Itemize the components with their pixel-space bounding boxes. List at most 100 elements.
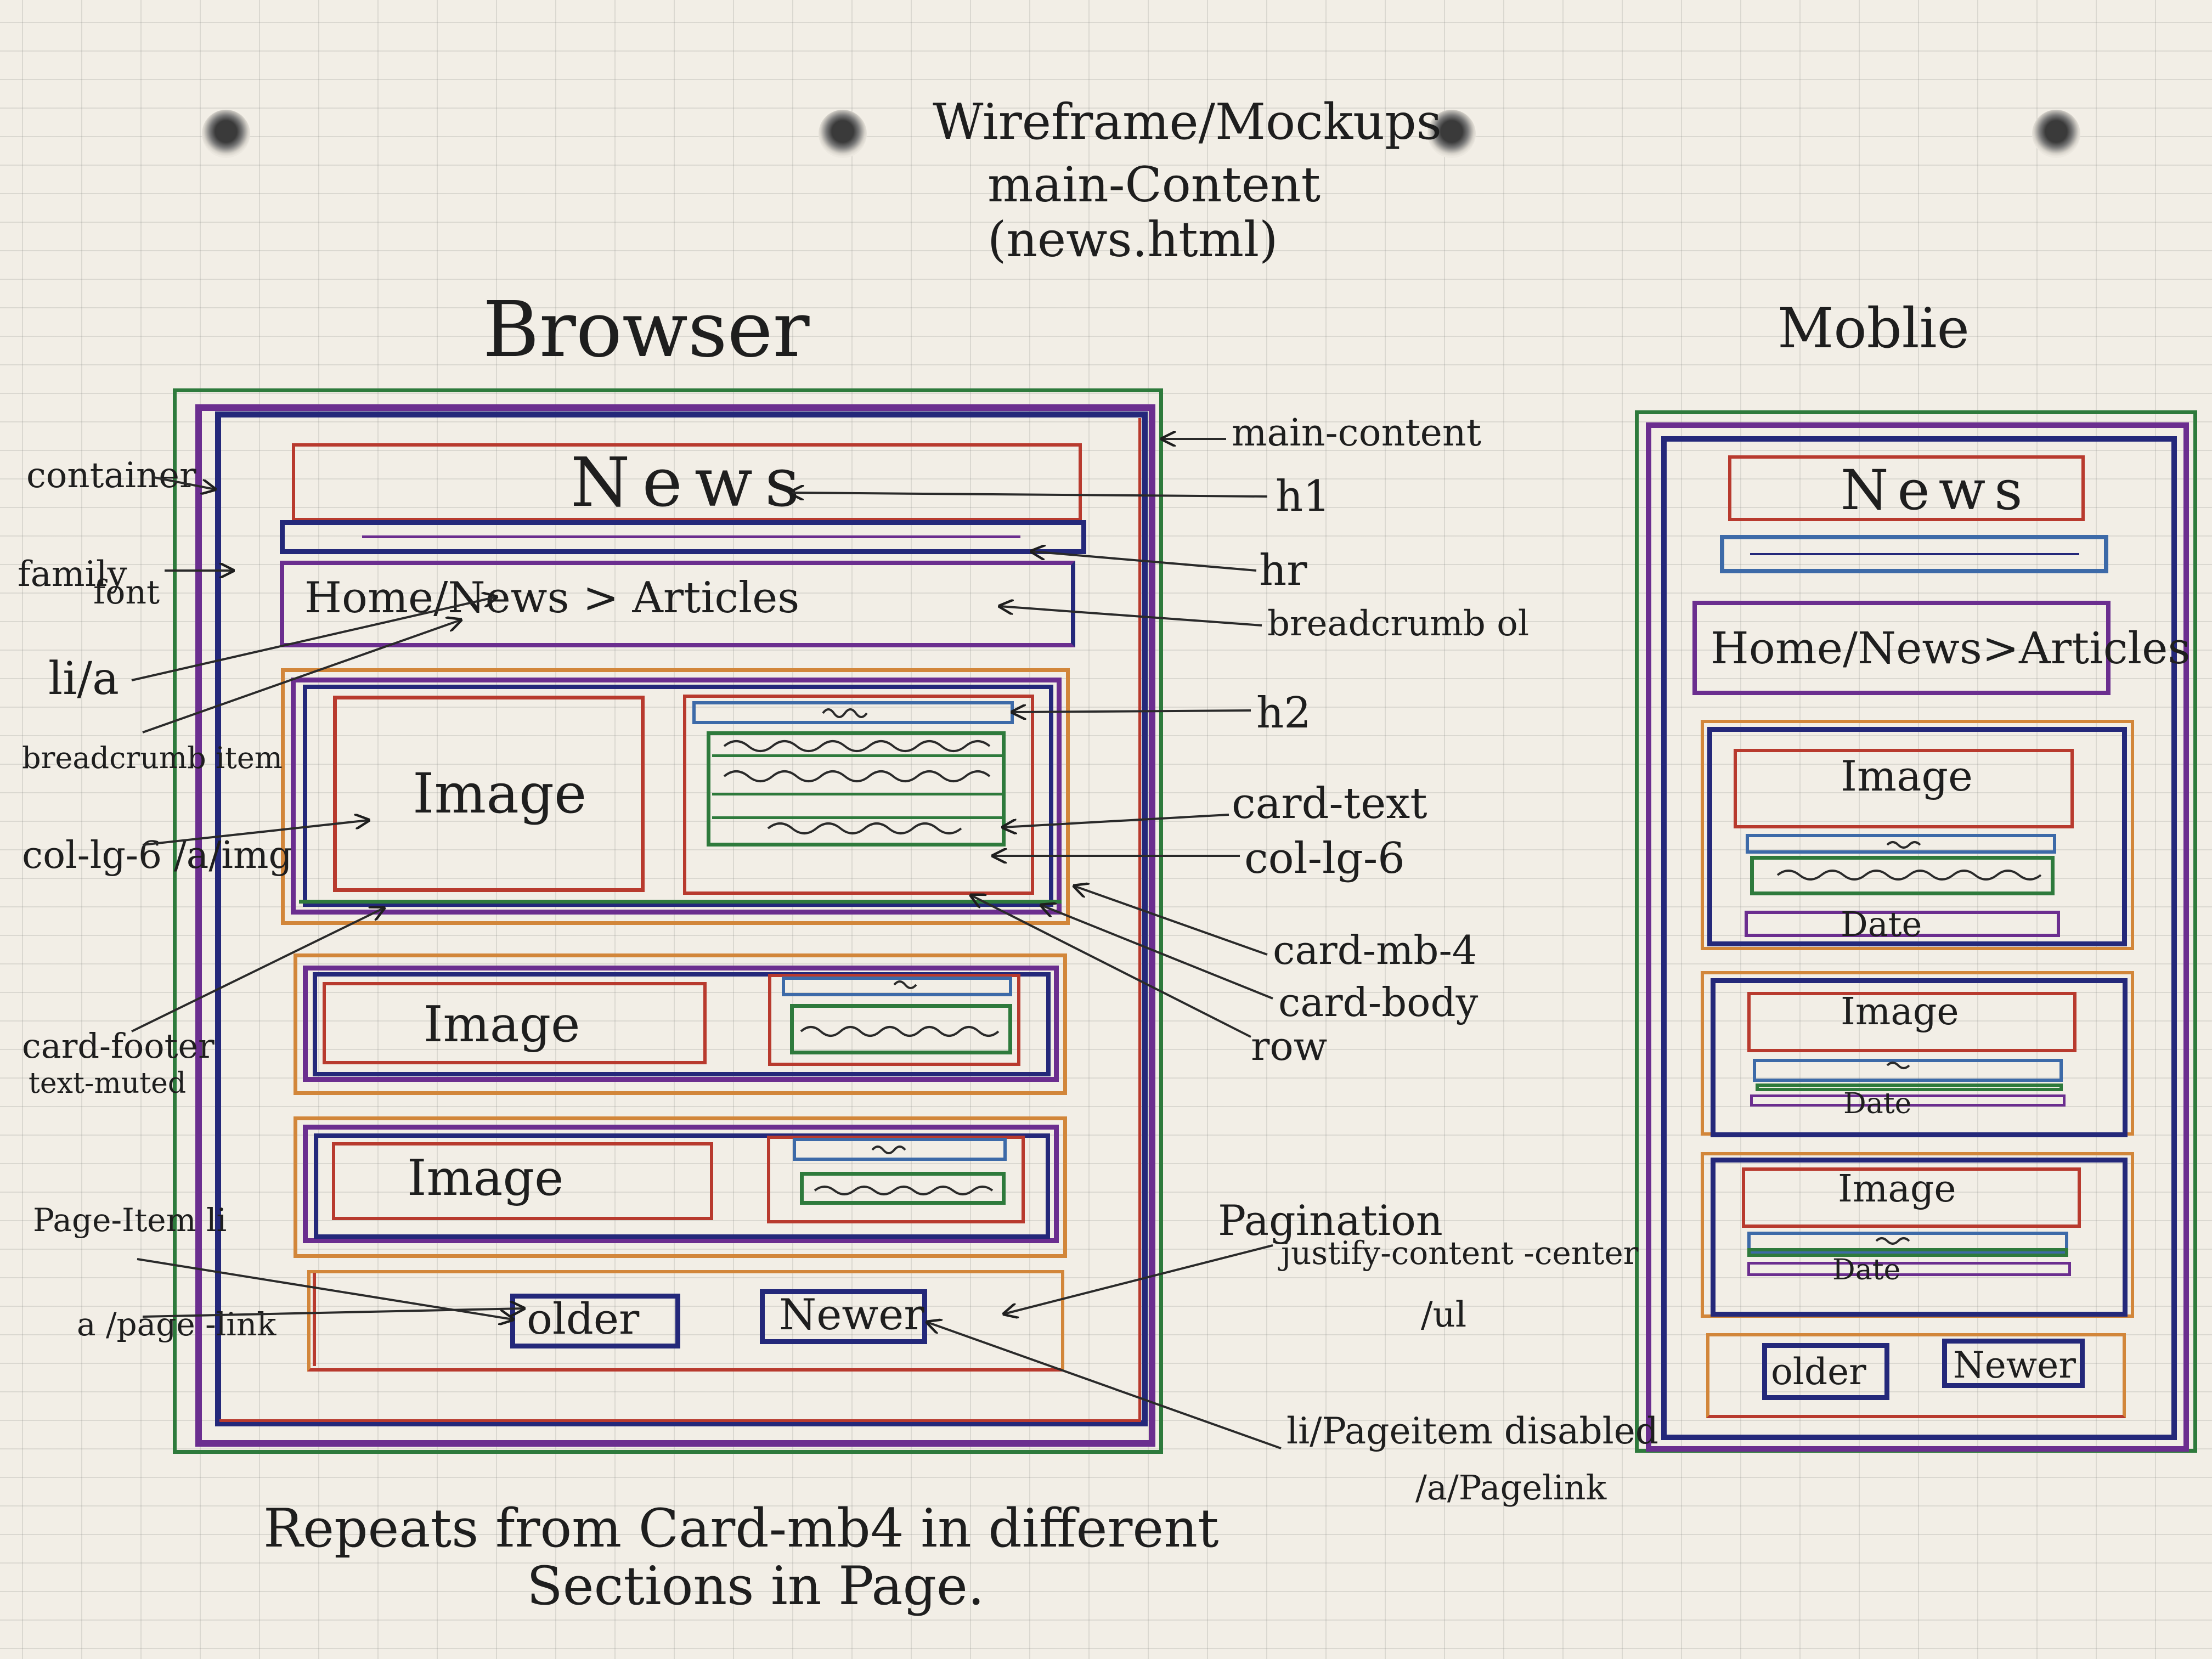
mobile-card1-date-text: Date [1841, 904, 1922, 944]
label-row: row [1251, 1023, 1328, 1069]
mobile-newer-text: Newer [1953, 1344, 2076, 1386]
main-content-box [173, 388, 1163, 1454]
label-a-pagelink: /a/Pagelink [1415, 1468, 1607, 1508]
mobile-container-purple [1646, 422, 2189, 1452]
label-justify-content-center: justify-content -center [1281, 1234, 1639, 1272]
mobile-container-navy [1661, 436, 2177, 1440]
label-li-pageitem-disabled: li/Pageitem disabled [1286, 1410, 1659, 1452]
squiggle-card3-text [814, 1186, 994, 1195]
mobile-title: Moblie [1778, 296, 1970, 360]
mobile-breadcrumb-box [1692, 601, 2111, 695]
label-text-muted: text-muted [29, 1067, 187, 1100]
mobile-card1-text-box [1750, 856, 2055, 895]
arrow-h1 [790, 493, 1268, 496]
card3-col-right [767, 1136, 1025, 1223]
card3-navy [314, 1133, 1050, 1239]
breadcrumb-box [280, 561, 1075, 647]
card3-purple [303, 1125, 1059, 1243]
hr-line [362, 535, 1020, 538]
mobile-card2-navy [1711, 978, 2128, 1137]
binder-hole [1427, 110, 1476, 158]
label-li-a: li/a [48, 653, 119, 705]
label-page-item-li: Page-Item li [33, 1201, 227, 1239]
sheet-title: Wireframe/Mockups [933, 93, 1442, 151]
card1-text-line [712, 793, 1003, 795]
label-container: container [26, 455, 196, 496]
mobile-card2-h2-box [1753, 1059, 2063, 1082]
arrow-breadcrumb-item [142, 620, 461, 733]
mobile-card3-text-box [1747, 1248, 2068, 1257]
mobile-card1-image-box [1734, 749, 2074, 828]
mobile-card1-navy [1707, 727, 2127, 946]
arrow-container [153, 476, 215, 489]
squiggle-mobile-card3-h2 [1875, 1237, 1910, 1245]
arrow-hr [1031, 551, 1257, 572]
arrow-h2 [1012, 710, 1251, 712]
mobile-pagination-box [1706, 1333, 2126, 1418]
arrow-pagination [1004, 1244, 1273, 1314]
mobile-card3-image-text: Image [1838, 1167, 1956, 1211]
footnote-line2: Sections in Page. [527, 1555, 985, 1617]
label-h1: h1 [1276, 472, 1330, 521]
card2-orange [294, 953, 1067, 1095]
mobile-breadcrumb-text: Home/News>Articles [1711, 623, 2191, 674]
label-hr: hr [1259, 546, 1307, 595]
label-ul: /ul [1421, 1295, 1467, 1335]
mobile-card3-date-text: Date [1832, 1254, 1901, 1286]
label-pagination: Pagination [1218, 1196, 1443, 1245]
container-box-inner [215, 411, 1148, 1426]
label-col-lg-6: col-lg-6 [1244, 834, 1405, 883]
card2-card-text-box [790, 1004, 1012, 1054]
binder-hole [819, 110, 867, 158]
hr-box [280, 520, 1086, 554]
browser-title: Browser [483, 285, 810, 375]
pagination-box [307, 1270, 1064, 1372]
pagination-left-edge [313, 1273, 316, 1366]
mobile-h1-text: News [1841, 458, 2032, 522]
squiggle-mobile-card1-h2 [1886, 841, 1921, 849]
card2-h2-box [782, 977, 1012, 996]
mobile-card2-text-box [1756, 1084, 2063, 1091]
squiggle-card1-h2 [822, 708, 868, 718]
card1-navy [303, 685, 1053, 907]
label-card-mb-4: card-mb-4 [1273, 927, 1477, 973]
arrow-li-pageitem-disabled [927, 1322, 1282, 1449]
card2-purple [303, 966, 1059, 1082]
mobile-card3-image-box [1742, 1167, 2081, 1228]
arrow-card-mb-4 [1074, 886, 1268, 956]
mobile-card2-footer-box [1750, 1094, 2066, 1107]
arrow-card-body [1041, 905, 1273, 1000]
label-col-lg-6-a-img: col-lg-6 /a/img [22, 834, 292, 877]
mobile-card3-h2-box [1747, 1232, 2068, 1254]
card3-image-box [332, 1142, 713, 1220]
mobile-older-text: older [1771, 1351, 1866, 1393]
squiggle-card2-text [800, 1026, 1000, 1037]
mobile-card1-h2-box [1746, 834, 2056, 854]
arrow-card-footer [131, 908, 384, 1032]
mobile-card3-footer-box [1747, 1262, 2071, 1276]
label-a-page-link: a /page -link [77, 1306, 276, 1343]
card1-col-right [683, 695, 1034, 895]
card1-green [299, 900, 1062, 904]
arrow-li-a [131, 597, 496, 681]
card1-card-text-box [707, 731, 1006, 847]
binder-hole [2032, 110, 2080, 158]
arrow-a-page-link [142, 1308, 524, 1318]
label-card-footer: card-footer [22, 1026, 215, 1066]
squiggle-card1-line3 [767, 822, 962, 834]
arrow-card-text [1003, 814, 1229, 827]
squiggle-card1-line1 [723, 740, 991, 752]
mobile-card2-date-text: Date [1843, 1087, 1912, 1120]
label-family: family [18, 554, 127, 595]
mobile-hr-line [1750, 553, 2079, 555]
mobile-card3-navy [1711, 1158, 2128, 1317]
squiggle-card2-h2 [893, 980, 917, 989]
mobile-h1-box [1728, 455, 2085, 521]
mobile-card2-image-text: Image [1841, 990, 1959, 1034]
newer-page-item [760, 1289, 927, 1344]
arrow-col-lg-6-a-img [142, 820, 369, 846]
squiggle-card3-h2 [871, 1146, 906, 1154]
footnote-line1: Repeats from Card-mb4 in different [263, 1498, 1219, 1559]
container-box-red [219, 418, 1141, 1422]
